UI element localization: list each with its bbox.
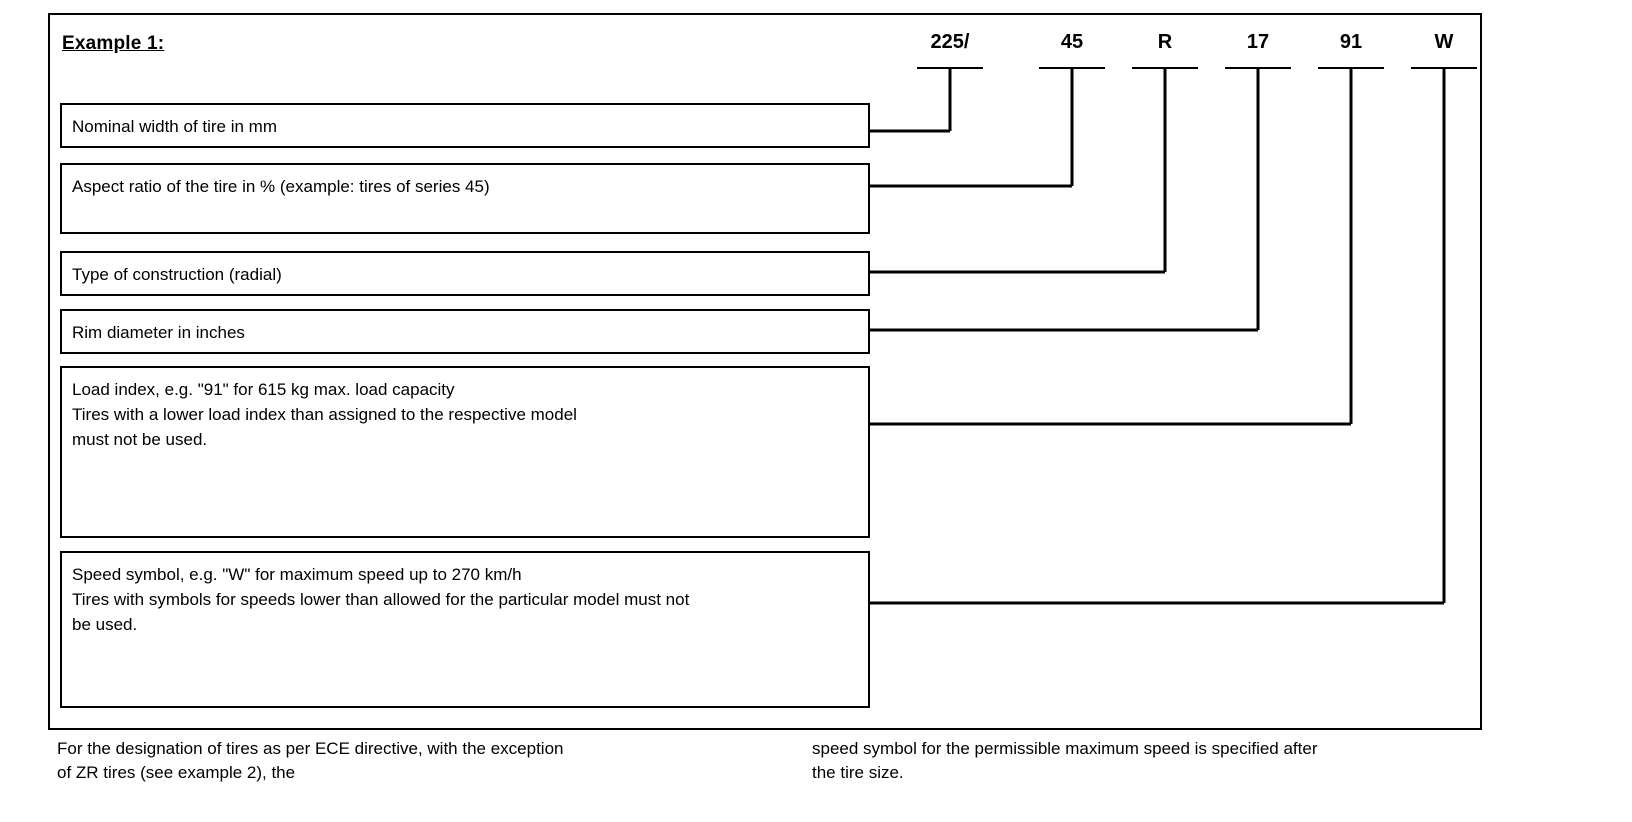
- description-line: Tires with a lower load index than assig…: [72, 405, 577, 424]
- description-text-load-index: Load index, e.g. "91" for 615 kg max. lo…: [62, 368, 868, 452]
- description-box-aspect-ratio: Aspect ratio of the tire in % (example: …: [60, 163, 870, 234]
- description-text-rim-diameter: Rim diameter in inches: [62, 311, 868, 345]
- description-box-rim-diameter: Rim diameter in inches: [60, 309, 870, 354]
- caption-right-line-1: speed symbol for the permissible maximum…: [812, 739, 1318, 758]
- description-line: Rim diameter in inches: [72, 323, 245, 342]
- description-line: Aspect ratio of the tire in % (example: …: [72, 177, 490, 196]
- caption-right-column: speed symbol for the permissible maximum…: [812, 737, 1318, 785]
- tire-code-nominal-width: 225/: [930, 31, 970, 53]
- description-line: Load index, e.g. "91" for 615 kg max. lo…: [72, 380, 455, 399]
- tire-code-construction: R: [1157, 31, 1173, 53]
- description-text-nominal-width: Nominal width of tire in mm: [62, 105, 868, 139]
- description-text-aspect-ratio: Aspect ratio of the tire in % (example: …: [62, 165, 868, 199]
- page-title: Example 1:: [62, 33, 165, 54]
- tire-code-rim-diameter: 17: [1246, 31, 1270, 53]
- description-line: Nominal width of tire in mm: [72, 117, 278, 136]
- caption-left-line-1: For the designation of tires as per ECE …: [57, 739, 564, 758]
- tire-code-aspect-ratio: 45: [1060, 31, 1084, 53]
- description-line: be used.: [72, 615, 138, 634]
- description-box-speed-symbol: Speed symbol, e.g. "W" for maximum speed…: [60, 551, 870, 708]
- description-line: Type of construction (radial): [72, 265, 282, 284]
- description-box-load-index: Load index, e.g. "91" for 615 kg max. lo…: [60, 366, 870, 538]
- description-line: Speed symbol, e.g. "W" for maximum speed…: [72, 565, 522, 584]
- description-text-speed-symbol: Speed symbol, e.g. "W" for maximum speed…: [62, 553, 868, 637]
- caption-right-line-2: the tire size.: [812, 763, 904, 782]
- description-box-nominal-width: Nominal width of tire in mm: [60, 103, 870, 148]
- caption-left-line-2: of ZR tires (see example 2), the: [57, 763, 296, 782]
- description-text-construction: Type of construction (radial): [62, 253, 868, 287]
- description-line: Tires with symbols for speeds lower than…: [72, 590, 690, 609]
- tire-code-load-index: 91: [1339, 31, 1363, 53]
- caption-left-column: For the designation of tires as per ECE …: [57, 737, 563, 785]
- description-line: must not be used.: [72, 430, 208, 449]
- description-box-construction: Type of construction (radial): [60, 251, 870, 296]
- tire-code-speed-symbol: W: [1434, 31, 1454, 53]
